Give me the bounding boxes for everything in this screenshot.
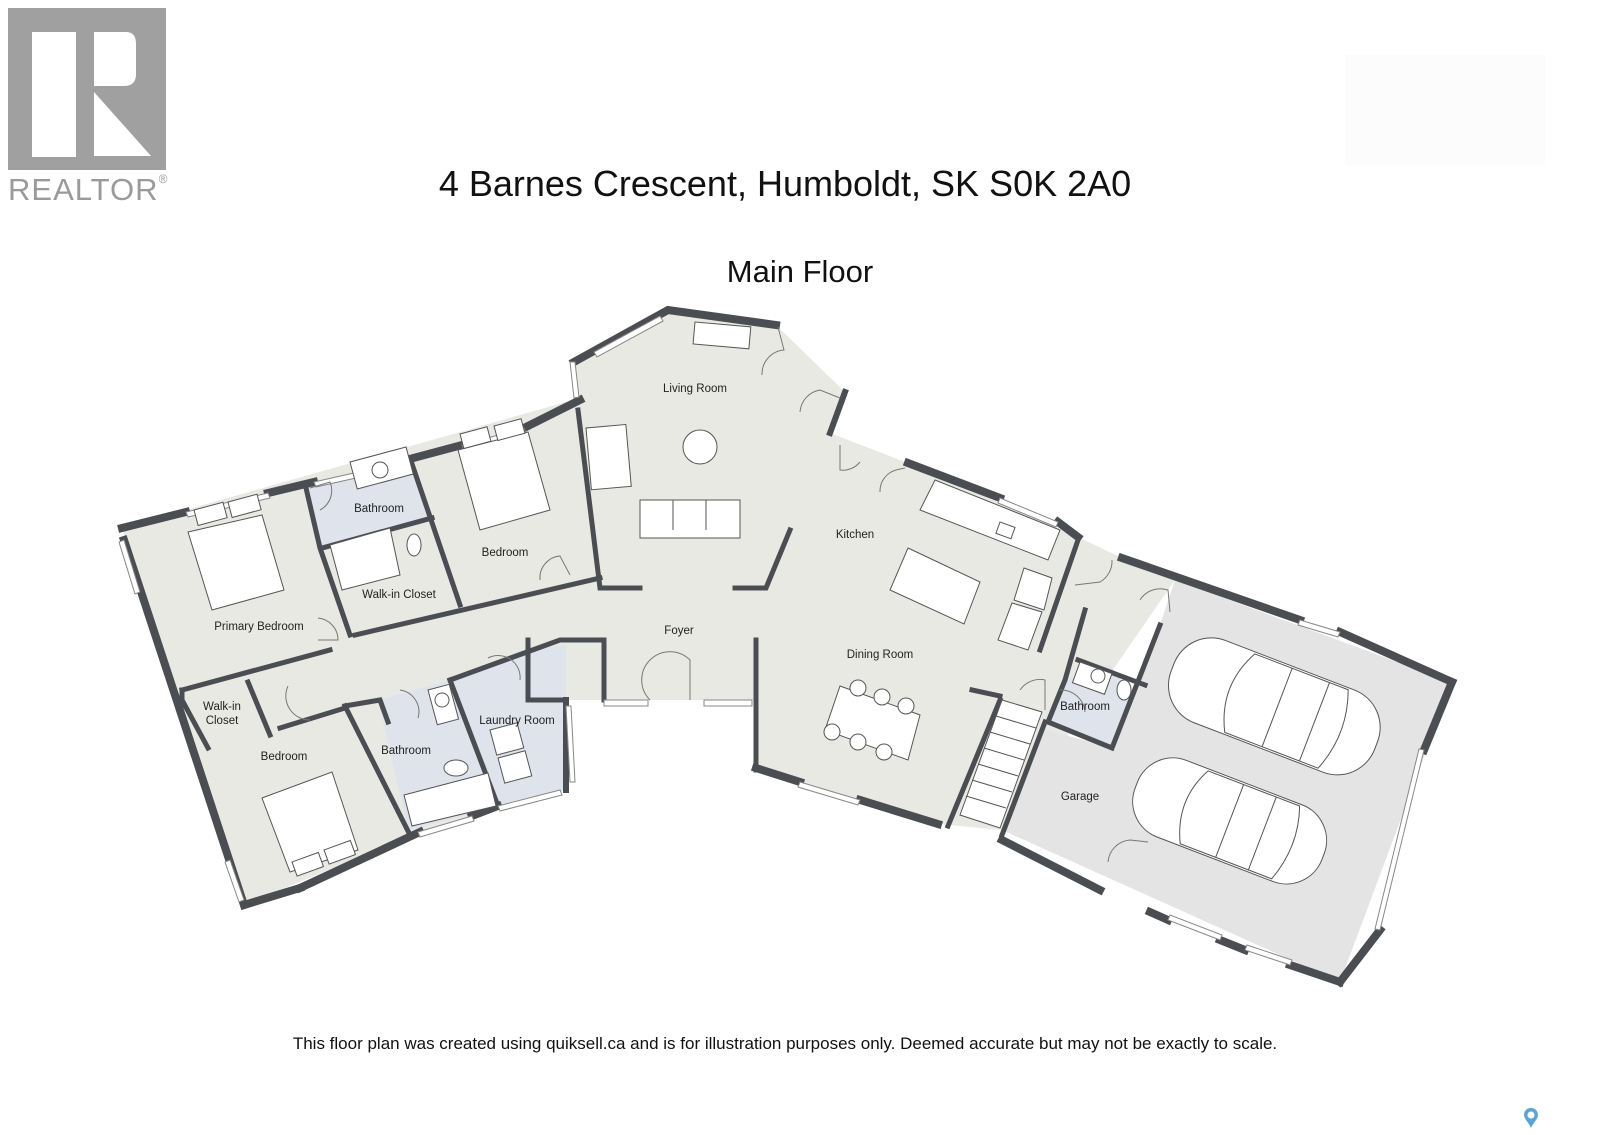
living-room-label: Living Room — [663, 383, 727, 395]
bathtub-icon — [329, 527, 401, 591]
garage-label: Garage — [1061, 791, 1099, 803]
armchair-icon — [585, 423, 632, 491]
car-icon — [1132, 757, 1328, 885]
laundry-room-label: Laundry Room — [479, 715, 554, 727]
doors — [285, 326, 1171, 863]
bedroom-upper-label: Bedroom — [482, 547, 529, 559]
map-pin-icon[interactable] — [1520, 1106, 1542, 1130]
floor-name: Main Floor — [726, 254, 874, 289]
toilet-icon — [406, 533, 422, 557]
furniture — [187, 321, 1381, 885]
primary-bedroom-label: Primary Bedroom — [214, 621, 303, 633]
toilet-icon — [443, 759, 469, 777]
dryer-icon — [497, 750, 533, 784]
bathroom-lower-label: Bathroom — [381, 745, 431, 757]
foyer-label: Foyer — [664, 625, 694, 637]
walk-in-closet-lower-label-line2: Closet — [206, 715, 239, 727]
disclaimer-text: This floor plan was created using quikse… — [292, 1034, 1278, 1053]
sink-icon — [434, 692, 450, 708]
walk-in-closet-upper-label: Walk-in Closet — [362, 589, 437, 601]
sofa-icon — [639, 499, 741, 539]
stairs-icon — [959, 699, 1043, 829]
kitchen-label: Kitchen — [836, 529, 874, 541]
bedroom-lower-label: Bedroom — [261, 751, 308, 763]
kitchen-sink-icon — [995, 521, 1016, 540]
realtor-wordmark: REALTOR® — [8, 172, 169, 207]
car-icon — [1167, 637, 1381, 776]
sink-icon — [371, 461, 389, 479]
bathroom-upper-label: Bathroom — [354, 503, 404, 515]
walk-in-closet-lower-label-line1: Walk-in — [203, 701, 241, 713]
stove-icon — [1013, 567, 1053, 611]
bathroom-garage-label: Bathroom — [1060, 701, 1110, 713]
primary-bed-icon — [187, 514, 285, 611]
dining-room-label: Dining Room — [847, 649, 913, 661]
realtor-logo: REALTOR® — [8, 8, 168, 208]
realtor-r-icon — [8, 8, 166, 170]
dining-table-icon — [824, 685, 921, 761]
address-title: 4 Barnes Crescent, Humboldt, SK S0K 2A0 — [438, 163, 1132, 204]
sink-icon — [1090, 668, 1106, 684]
washer-icon — [489, 722, 525, 756]
room-labels: Living Room Bathroom Bedroom Primary Bed… — [203, 383, 1110, 803]
coffee-table-icon — [682, 429, 718, 465]
toilet-icon — [1116, 679, 1132, 701]
counter-icon — [919, 479, 1061, 561]
kitchen-island-icon — [889, 547, 981, 625]
bathtub-icon — [403, 772, 497, 827]
faded-watermark — [1345, 55, 1545, 165]
